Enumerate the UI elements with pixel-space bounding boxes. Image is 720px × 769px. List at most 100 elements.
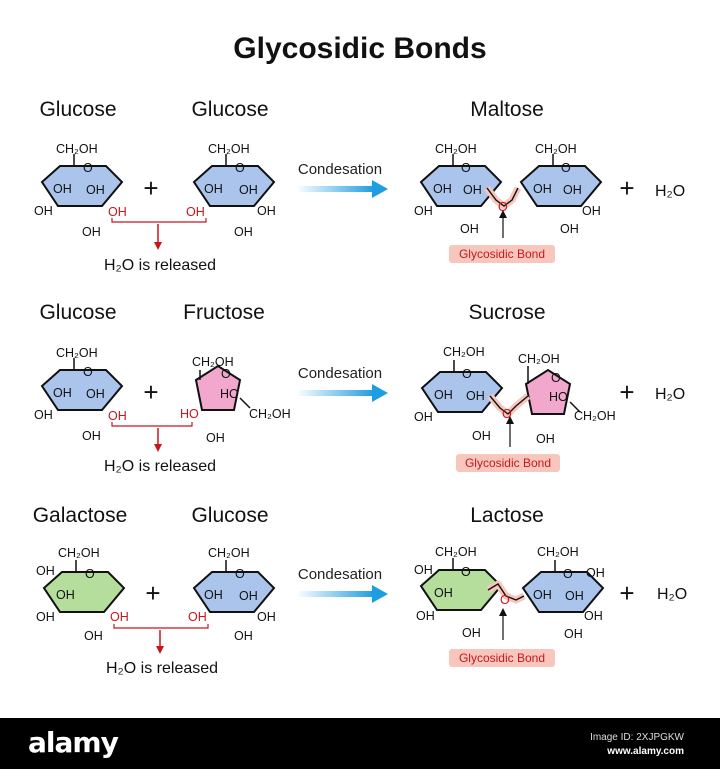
plus-sign: + [145, 578, 160, 608]
release-arrow-head [154, 242, 162, 250]
ch2oh-label: CH₂OH [192, 355, 234, 369]
galactose-ring: CH₂OH O OH OH OH OH OH [36, 546, 129, 643]
maltose-structure: O CH₂OH CH₂OH O O OH OH OH OH OH OH OH O… [414, 142, 603, 263]
oh-label: OH [257, 204, 276, 218]
release-arrow-head [154, 444, 162, 452]
oh-label: OH [433, 182, 452, 196]
oh-label: OH [34, 204, 53, 218]
ch2oh-label: CH₂OH [535, 142, 577, 156]
lactose-structure: O CH₂OH CH₂OH O O OH OH OH OH OH OH OH O… [414, 545, 605, 667]
ch2oh-label: CH₂OH [56, 346, 98, 360]
ch2oh-label: CH₂OH [574, 409, 616, 423]
reactant-name: Glucose [39, 98, 116, 121]
oh-label: OH [564, 627, 583, 641]
glucose-ring: CH₂OH O OH OH OH OH OH [186, 142, 276, 239]
oh-label: OH [239, 589, 258, 603]
reaction-row-maltose: Glucose Glucose Maltose CH₂OH O OH OH OH… [34, 98, 685, 274]
oh-label: OH [86, 387, 105, 401]
oh-label: OH [108, 205, 127, 219]
oh-label: OH [206, 431, 225, 445]
oh-label: OH [586, 566, 605, 580]
watermark-footer: alamy Image ID: 2XJPGKW www.alamy.com [0, 718, 720, 769]
oh-label: OH [234, 225, 253, 239]
reaction-arrow-head [372, 585, 388, 603]
oh-label: OH [560, 222, 579, 236]
oh-label: OH [86, 183, 105, 197]
reactant-name: Fructose [183, 301, 265, 324]
oh-label: OH [414, 563, 433, 577]
water-release-bracket [111, 218, 207, 223]
water-product-label: H₂O [655, 183, 685, 200]
reaction-arrow [296, 390, 374, 396]
plus-sign: + [619, 377, 634, 407]
product-name: Lactose [470, 504, 544, 527]
oh-label: OH [414, 204, 433, 218]
site-url-label: www.alamy.com [607, 746, 684, 757]
ch2oh-label: CH₂OH [443, 345, 485, 359]
diagram-title: Glycosidic Bonds [233, 32, 486, 65]
bridge-oxygen-label: O [498, 200, 508, 214]
plus-sign: + [619, 578, 634, 608]
glucose-ring: CH₂OH O OH OH OH OH OH [34, 142, 127, 239]
condensation-label: Condesation [298, 566, 382, 583]
glucose-ring: CH₂OH O OH OH OH OH OH [188, 546, 276, 643]
ring-oxygen-label: O [221, 367, 231, 381]
ch2oh-label: CH₂OH [435, 545, 477, 559]
oh-label: OH [416, 609, 435, 623]
ring-oxygen-label: O [85, 567, 95, 581]
ring-oxygen-label: O [462, 367, 472, 381]
bridge-oxygen-label: O [500, 593, 510, 607]
ch2oh-label: CH₂OH [537, 545, 579, 559]
reaction-arrow [296, 186, 374, 192]
release-arrow-head [156, 646, 164, 654]
glycosidic-bond-badge [456, 454, 560, 472]
oh-label: OH [565, 589, 584, 603]
oh-label: OH [257, 610, 276, 624]
oh-label: OH [434, 388, 453, 402]
reactant-name: Galactose [33, 504, 128, 527]
oh-label: OH [434, 586, 453, 600]
product-name: Maltose [470, 98, 544, 121]
water-release-bracket [113, 624, 209, 629]
oh-label: OH [582, 204, 601, 218]
reaction-arrow-head [372, 180, 388, 198]
glycosidic-bond-badge [449, 245, 555, 263]
oh-label: OH [56, 588, 75, 602]
oh-label: OH [533, 182, 552, 196]
oh-label: OH [463, 183, 482, 197]
ring-oxygen-label: O [563, 567, 573, 581]
reaction-row-sucrose: Glucose Fructose Sucrose CH₂OH O OH OH O… [34, 301, 685, 475]
oh-label: OH [186, 205, 205, 219]
reaction-row-lactose: Galactose Glucose Lactose CH₂OH O OH OH … [33, 504, 688, 677]
ring-oxygen-label: O [83, 161, 93, 175]
oh-label: OH [466, 389, 485, 403]
ring-oxygen-label: O [461, 161, 471, 175]
water-product-label: H₂O [657, 586, 687, 603]
oh-label: OH [234, 629, 253, 643]
reactant-name: Glucose [191, 98, 268, 121]
sucrose-structure: O CH₂OH CH₂OH O O OH OH OH OH HO CH₂OH O… [414, 345, 616, 472]
oh-label: OH [53, 386, 72, 400]
glycosidic-bond-label: Glycosidic Bond [465, 456, 551, 470]
oh-label: OH [36, 610, 55, 624]
oh-label: OH [34, 408, 53, 422]
ring-oxygen-label: O [551, 371, 561, 385]
glycosidic-bond-badge [449, 649, 555, 667]
reactant-name: Glucose [39, 301, 116, 324]
image-id-label: Image ID: 2XJPGKW [590, 732, 684, 743]
ch2oh-label: CH₂OH [249, 407, 291, 421]
bridge-oxygen-label: O [502, 407, 512, 421]
ch2oh-label: CH₂OH [56, 142, 98, 156]
water-released-label: H₂O is released [104, 458, 216, 475]
reaction-arrow-head [372, 384, 388, 402]
ring-oxygen-label: O [561, 161, 571, 175]
ho-label: HO [220, 387, 239, 401]
product-name: Sucrose [468, 301, 545, 324]
brand-logo: alamy [28, 726, 119, 759]
ring-oxygen-label: O [235, 161, 245, 175]
ho-label: HO [180, 407, 199, 421]
condensation-label: Condesation [298, 365, 382, 382]
water-release-bracket [111, 422, 193, 427]
plus-sign: + [619, 173, 634, 203]
glycosidic-bond-label: Glycosidic Bond [459, 247, 545, 261]
